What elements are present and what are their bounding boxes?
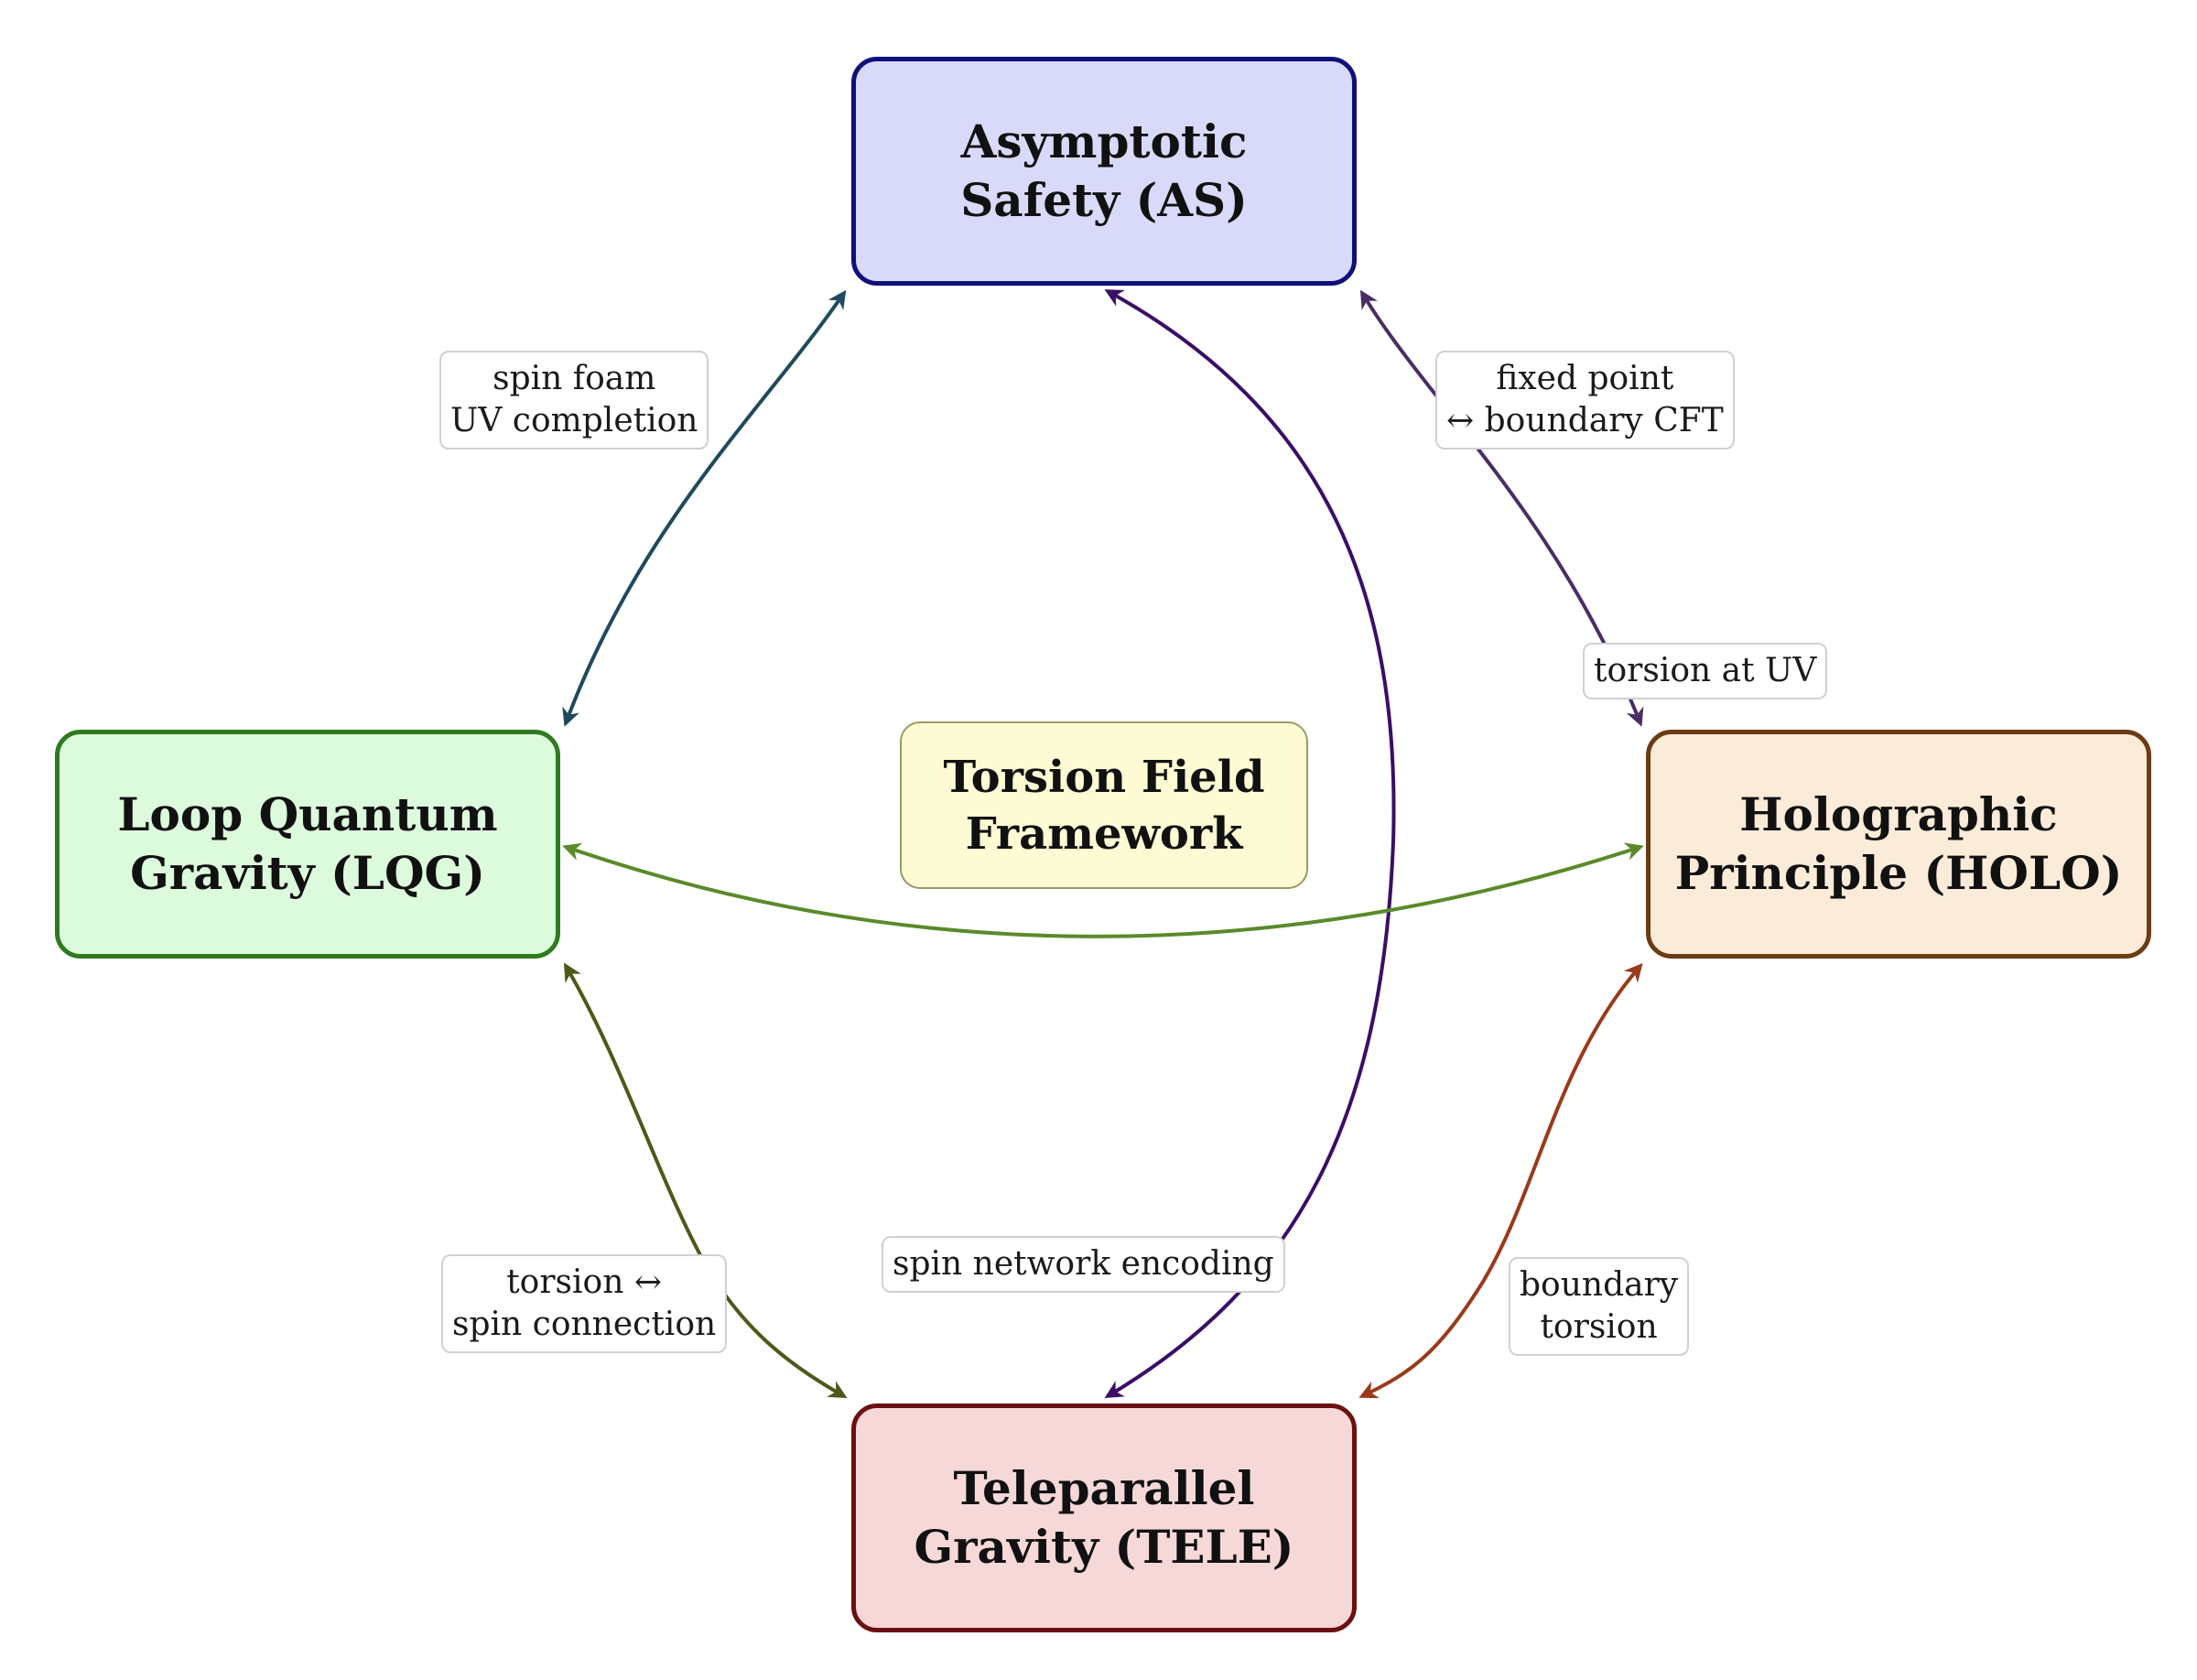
node-holo-line2: Principle (HOLO) bbox=[1674, 846, 2123, 900]
edge-label-as-holo: fixed point ↔ boundary CFT bbox=[1435, 351, 1735, 450]
edge-label-as-tele-line1: spin network encoding bbox=[893, 1245, 1274, 1283]
edge-label-holo-tele: boundary torsion bbox=[1509, 1257, 1690, 1356]
edge-label-as-holo-line1: fixed point bbox=[1496, 360, 1674, 397]
edge-as-holo bbox=[1359, 289, 1644, 727]
node-lqg-line1: Loop Quantum bbox=[117, 787, 498, 841]
node-holo-line1: Holographic bbox=[1739, 787, 2058, 841]
edge-as-lqg bbox=[562, 289, 847, 727]
edge-label-holo-tele-line2: torsion bbox=[1540, 1308, 1658, 1346]
edge-label-as-lqg-line2: UV completion bbox=[450, 402, 698, 439]
edge-label-lqg-tele-line1: torsion ↔ bbox=[506, 1263, 662, 1301]
node-tf-line2: Framework bbox=[965, 807, 1243, 860]
edge-lqg-holo bbox=[562, 842, 1644, 938]
edge-label-as-lqg-line1: spin foam bbox=[492, 360, 656, 397]
node-tele-line2: Gravity (TELE) bbox=[914, 1520, 1294, 1574]
node-as-line1: Asymptotic bbox=[960, 114, 1248, 168]
node-tf-line1: Torsion Field bbox=[943, 751, 1265, 803]
edge-label-lqg-tele-line2: spin connection bbox=[452, 1306, 717, 1343]
node-holographic-principle: Holographic Principle (HOLO) bbox=[1646, 730, 2151, 959]
edge-label-as-lqg: spin foam UV completion bbox=[439, 351, 709, 450]
edge-holo-tele bbox=[1358, 962, 1643, 1399]
edge-lqg-tele bbox=[563, 962, 848, 1398]
edge-label-lqg-tele: torsion ↔ spin connection bbox=[441, 1254, 728, 1353]
edge-label-torsion-at-uv-line1: torsion at UV bbox=[1594, 652, 1817, 689]
node-lqg-line2: Gravity (LQG) bbox=[130, 846, 485, 900]
node-torsion-field-framework: Torsion Field Framework bbox=[900, 721, 1308, 889]
node-loop-quantum-gravity: Loop Quantum Gravity (LQG) bbox=[55, 730, 560, 959]
edge-label-as-tele: spin network encoding bbox=[882, 1236, 1285, 1293]
node-tele-line1: Teleparallel bbox=[953, 1461, 1255, 1515]
node-teleparallel-gravity: Teleparallel Gravity (TELE) bbox=[851, 1404, 1357, 1632]
node-as-line2: Safety (AS) bbox=[960, 173, 1248, 227]
edge-label-torsion-at-uv: torsion at UV bbox=[1583, 643, 1828, 699]
edge-label-holo-tele-line1: boundary bbox=[1520, 1266, 1679, 1304]
node-asymptotic-safety: Asymptotic Safety (AS) bbox=[851, 57, 1357, 286]
edge-label-as-holo-line2: ↔ boundary CFT bbox=[1446, 402, 1724, 439]
